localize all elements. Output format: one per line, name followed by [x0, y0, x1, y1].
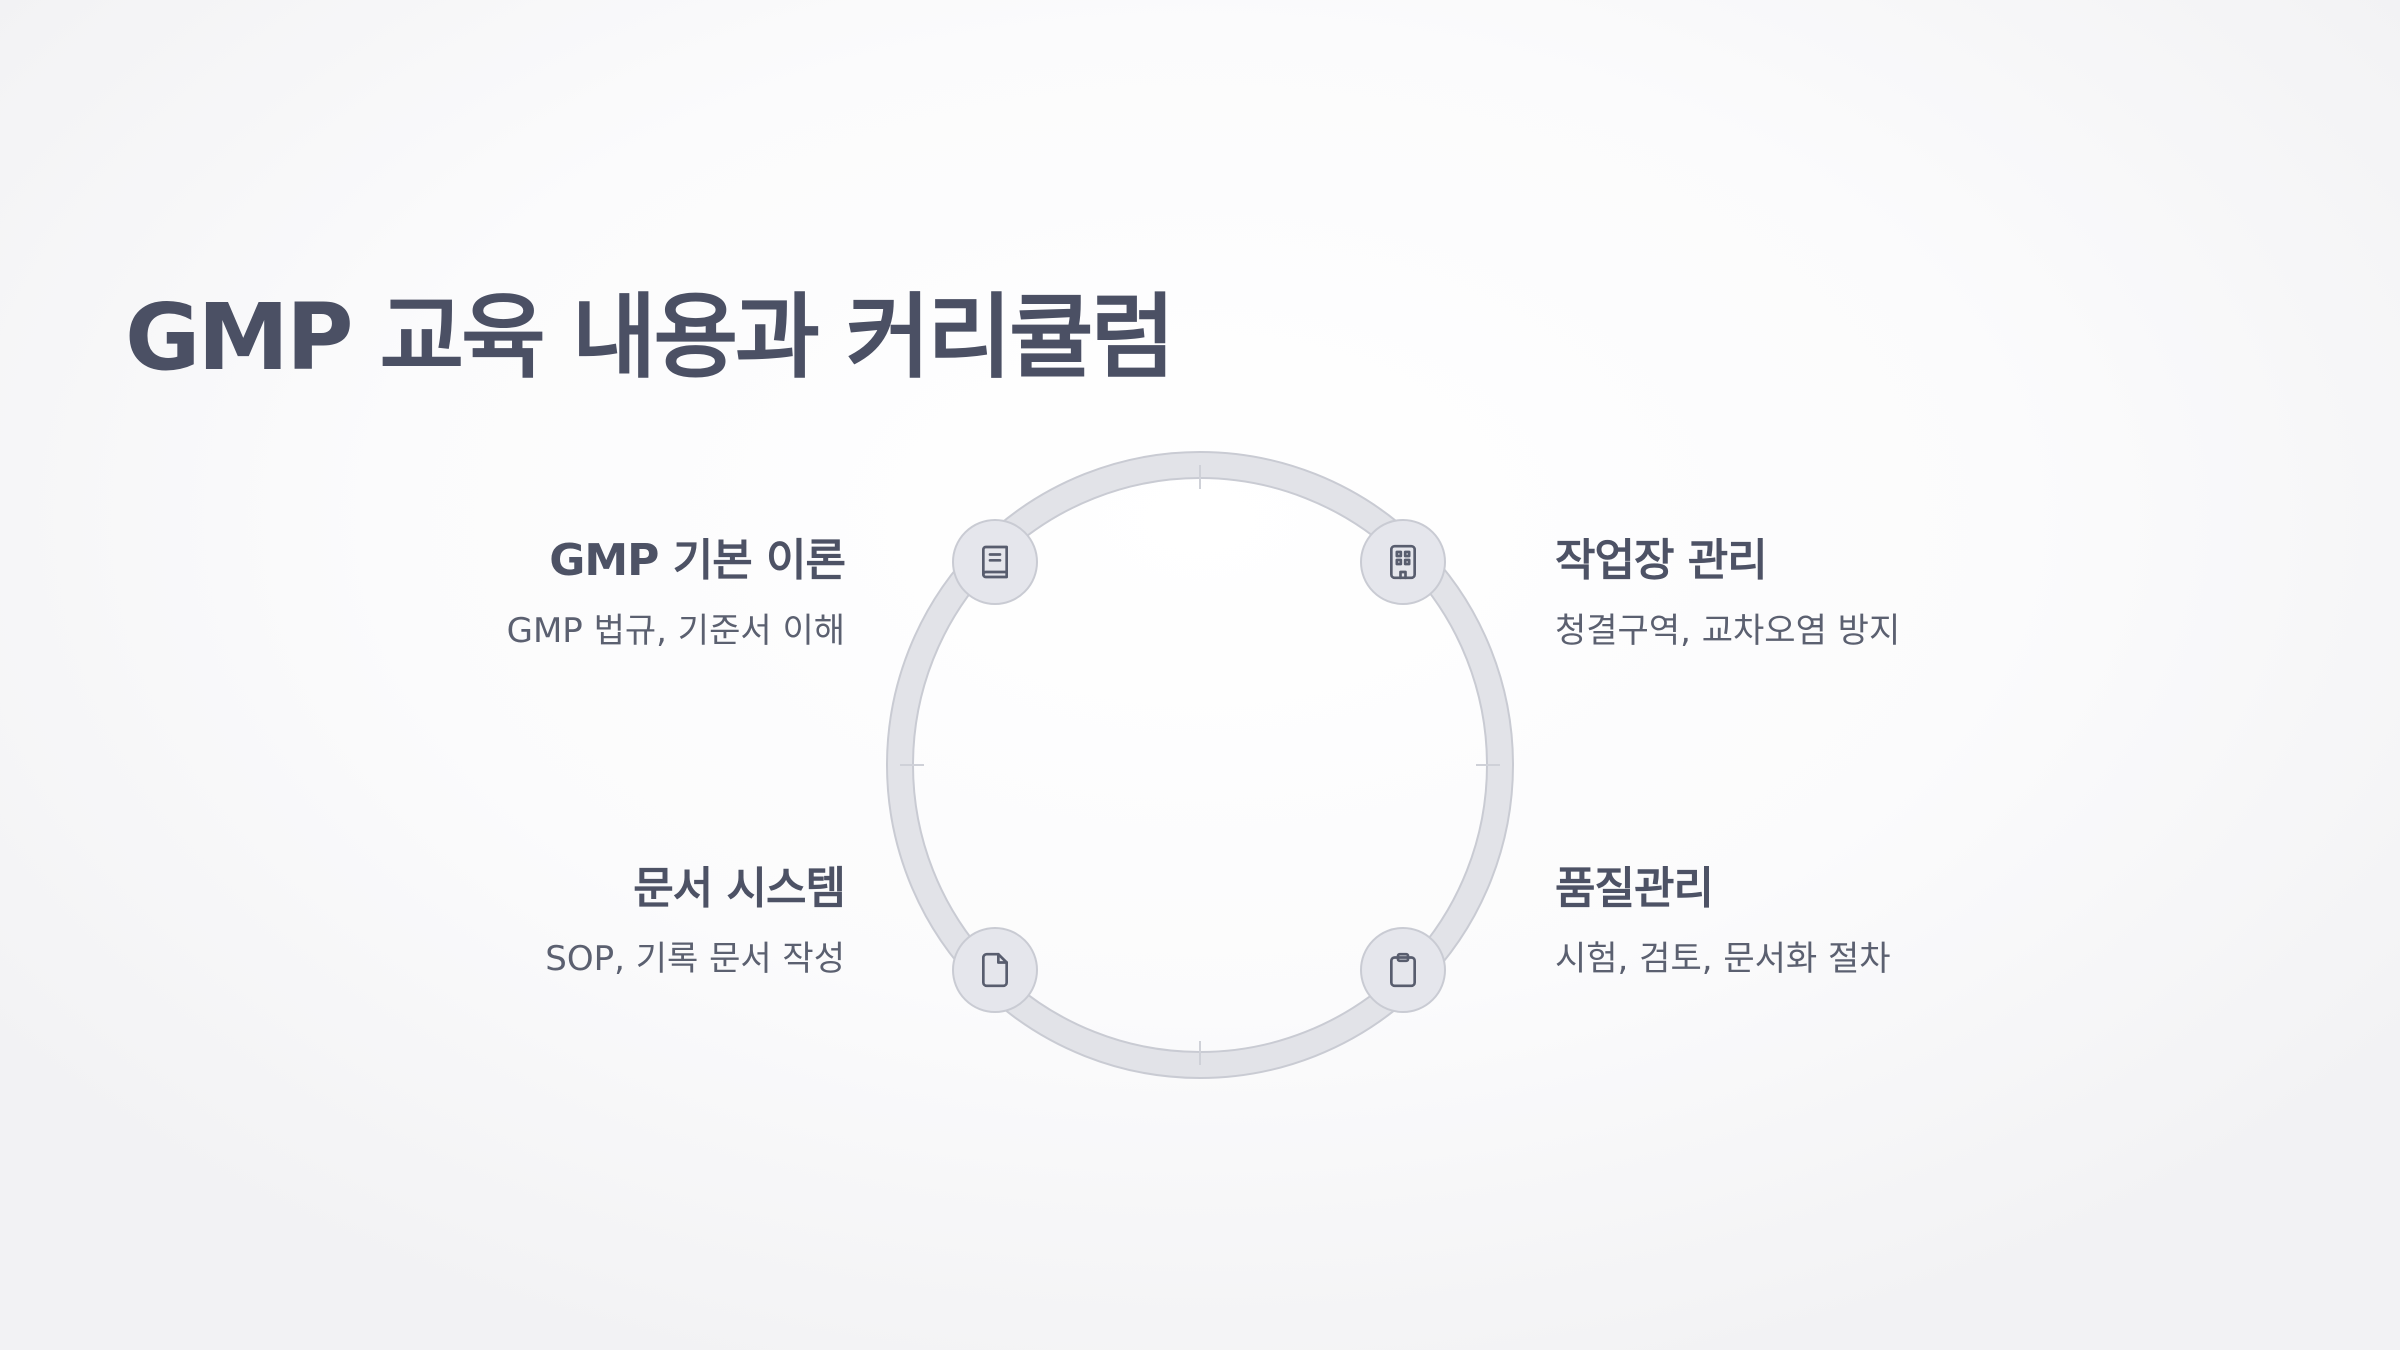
building-icon	[1390, 544, 1416, 580]
item-quality-control: 품질관리 시험, 검토, 문서화 절차	[1555, 859, 2075, 983]
item-title: 작업장 관리	[1555, 535, 1768, 586]
book-icon	[982, 545, 1008, 579]
item-title: 품질관리	[1555, 863, 1714, 914]
clipboard-icon	[1390, 952, 1416, 988]
item-title: GMP 기본 이론	[549, 535, 846, 586]
node-gmp-theory	[952, 519, 1038, 605]
node-quality-control	[1360, 927, 1446, 1013]
item-description: SOP, 기록 문서 작성	[545, 939, 845, 979]
item-gmp-theory: GMP 기본 이론 GMP 법규, 기준서 이해	[325, 531, 846, 655]
node-document-system	[952, 927, 1038, 1013]
item-description: 청결구역, 교차오염 방지	[1555, 611, 1901, 651]
item-workplace: 작업장 관리 청결구역, 교차오염 방지	[1555, 531, 2075, 655]
item-document-system: 문서 시스템 SOP, 기록 문서 작성	[325, 859, 846, 983]
item-description: 시험, 검토, 문서화 절차	[1555, 939, 1891, 979]
item-title: 문서 시스템	[633, 863, 846, 914]
item-description: GMP 법규, 기준서 이해	[506, 611, 845, 651]
node-workplace	[1360, 519, 1446, 605]
document-icon	[982, 952, 1008, 988]
page-title: GMP 교육 내용과 커리큘럼	[125, 284, 1175, 391]
